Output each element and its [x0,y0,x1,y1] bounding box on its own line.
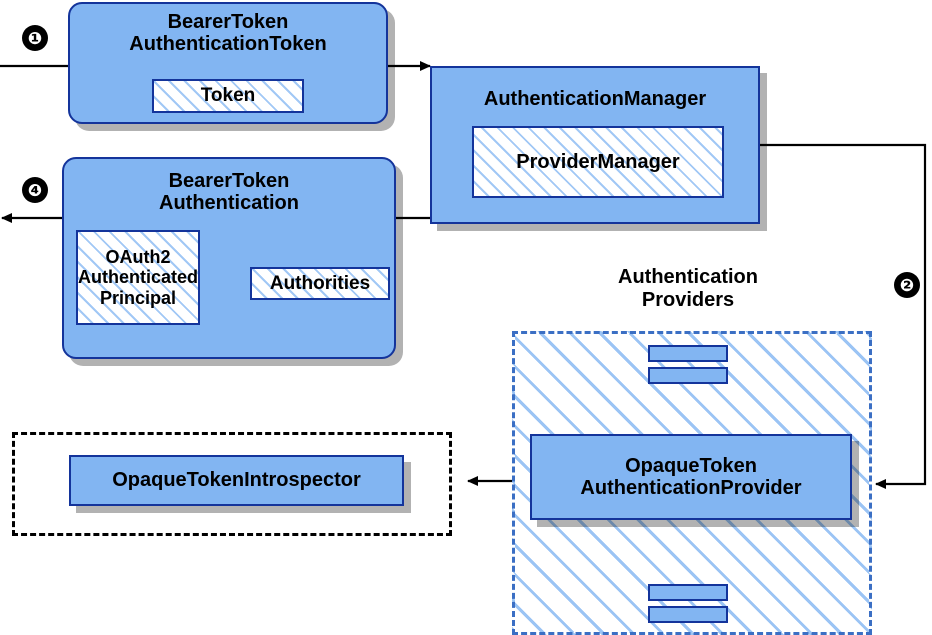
oauth2-authenticated-principal-line1: OAuth2 [105,247,171,268]
part-provider-manager[interactable]: ProviderManager [472,126,724,198]
node-opaque-token-authentication-provider[interactable]: OpaqueToken AuthenticationProvider [530,434,852,520]
node-authentication-manager[interactable]: AuthenticationManager ProviderManager [430,66,760,224]
part-oauth2-authenticated-principal[interactable]: OAuth2 Authenticated Principal [76,230,200,325]
part-token[interactable]: Token [152,79,304,113]
node-opaque-token-introspector[interactable]: OpaqueTokenIntrospector [69,455,404,506]
bearer-token-authentication-token-title-line2: AuthenticationToken [129,33,327,56]
oauth2-authenticated-principal-line3: Principal [99,287,177,308]
node-bearer-token-authentication-token[interactable]: BearerToken AuthenticationToken Token [68,2,388,124]
provider-stack-bottom-bar-1 [648,584,728,601]
bearer-token-authentication-title-line2: Authentication [159,192,299,215]
provider-stack-top-bar-2 [648,367,728,384]
bearer-token-authentication-token-title-line1: BearerToken [167,11,289,33]
part-authorities[interactable]: Authorities [250,267,390,300]
authentication-providers-heading-line1: Authentication [618,266,758,288]
authentication-manager-title: AuthenticationManager [483,88,707,110]
step-badge-1: ❶ [22,25,48,51]
node-bearer-token-authentication[interactable]: BearerToken Authentication OAuth2 Authen… [62,157,396,359]
opaque-token-authentication-provider-title-line1: OpaqueToken [625,454,757,477]
opaque-token-authentication-provider-title-line2: AuthenticationProvider [580,477,802,499]
provider-stack-top-bar-1 [648,345,728,362]
opaque-token-introspector-title: OpaqueTokenIntrospector [112,469,361,492]
authentication-providers-heading-line2: Providers [641,289,735,311]
step-badge-2: ❷ [894,272,920,298]
provider-stack-bottom-bar-2 [648,606,728,623]
oauth2-authenticated-principal-line2: Authenticated [78,267,199,288]
step-badge-4: ❹ [22,177,48,203]
bearer-token-authentication-title-line1: BearerToken [168,170,290,192]
authentication-providers-heading: Authentication Providers [560,266,816,312]
